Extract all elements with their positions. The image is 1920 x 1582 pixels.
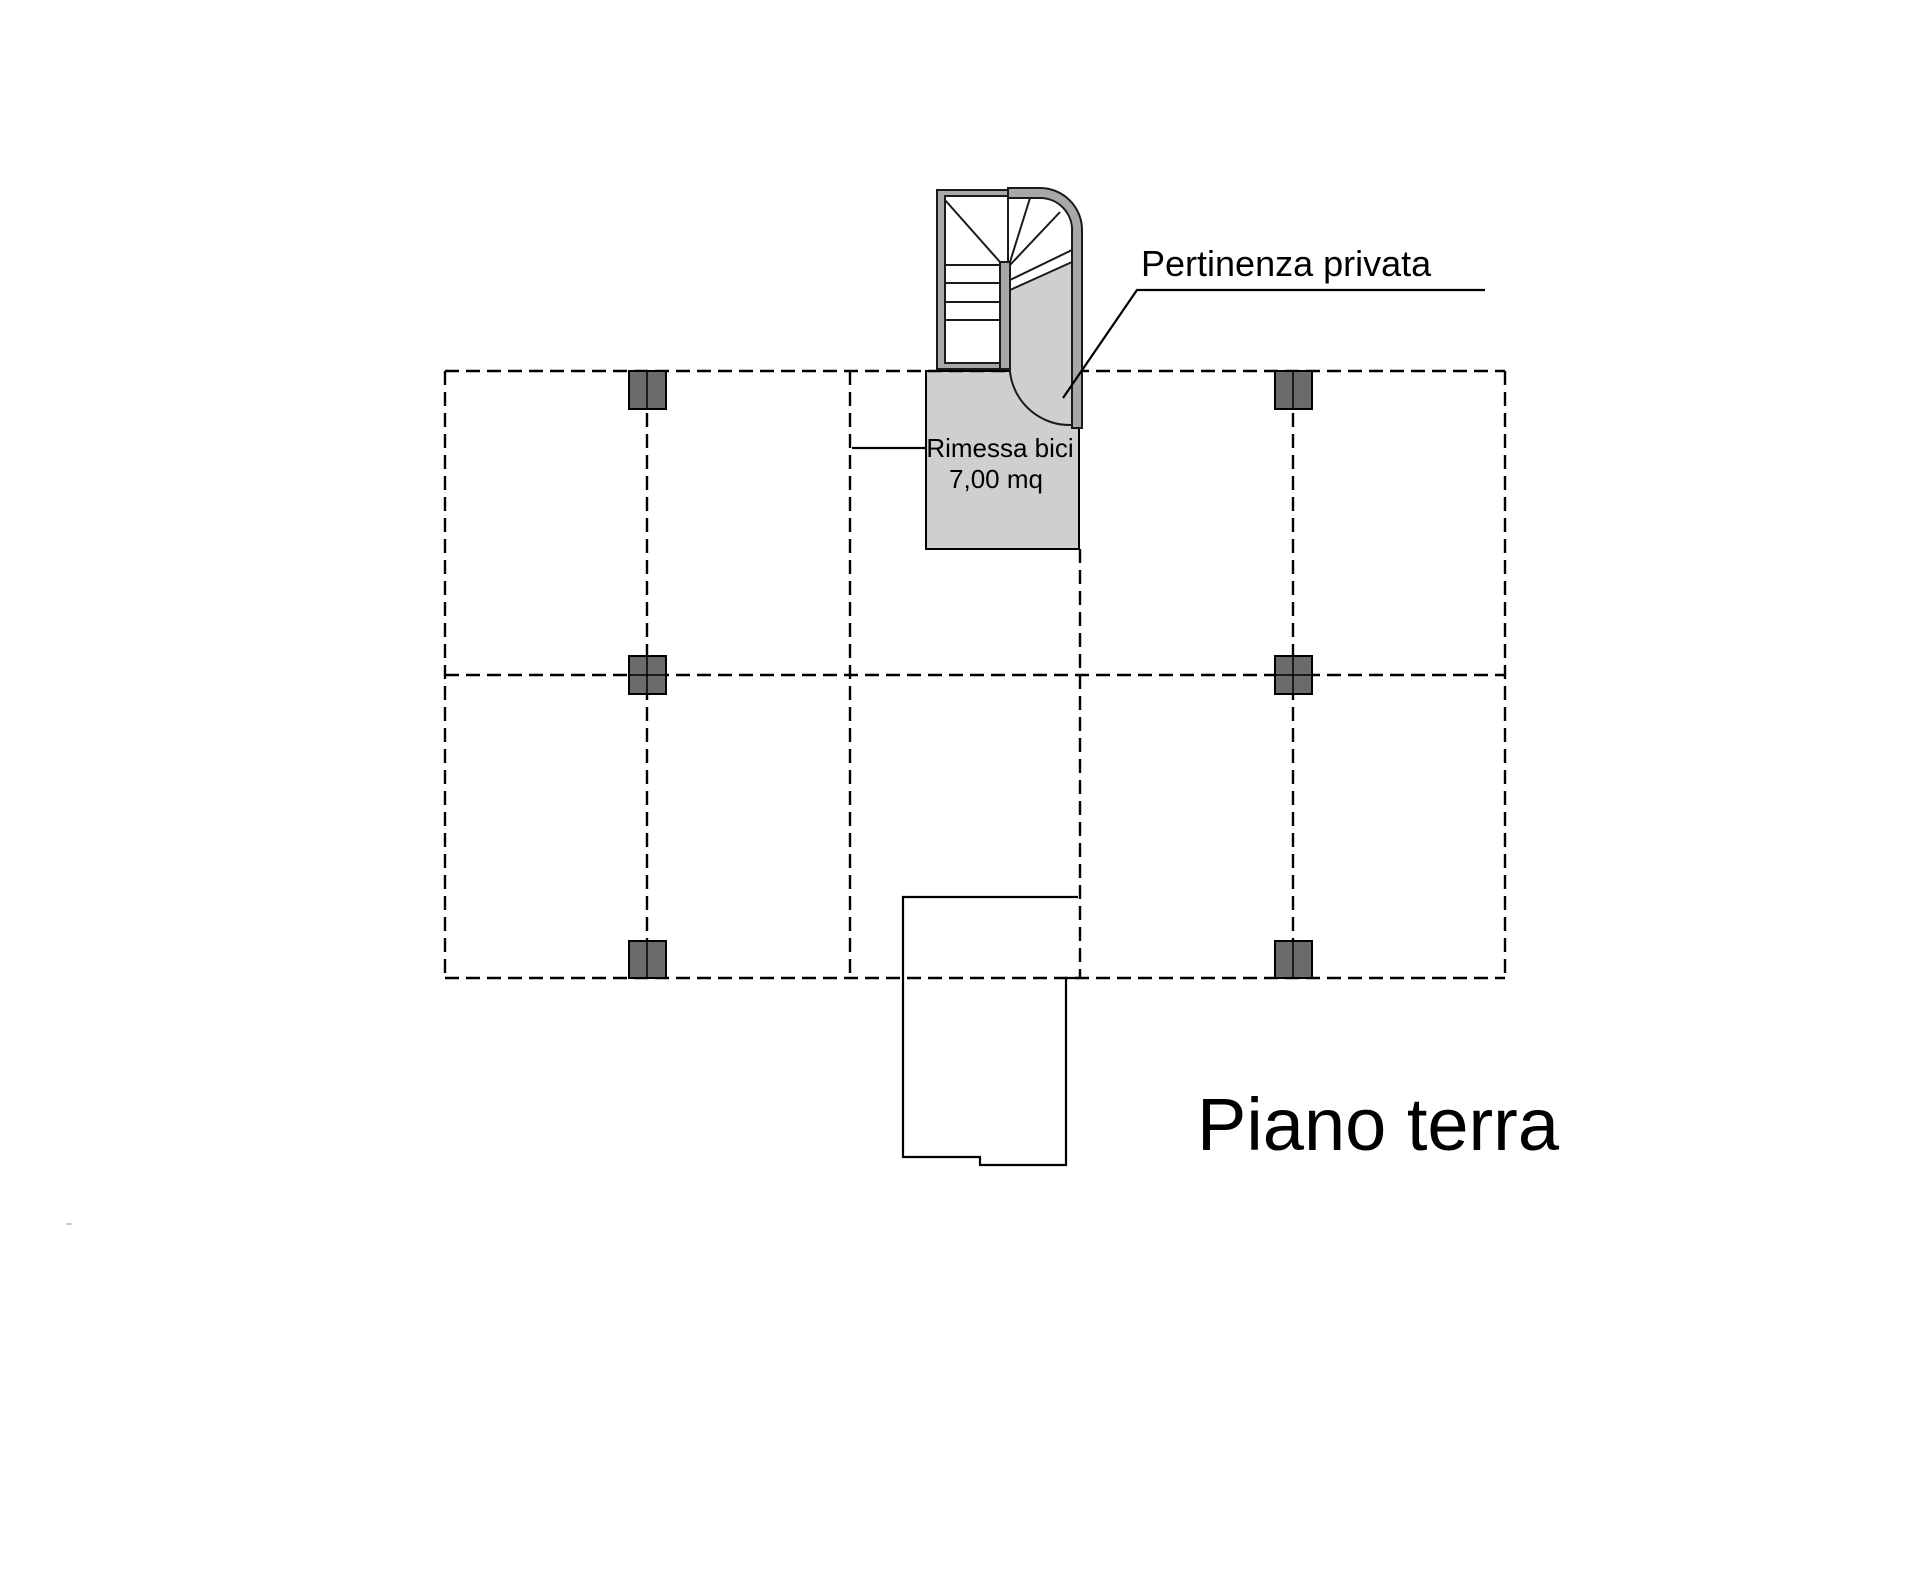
callout-leader-line <box>1062 288 1485 399</box>
column <box>1274 655 1313 695</box>
stair-curved-wall <box>1007 187 1083 429</box>
columns <box>628 370 1313 979</box>
stair-landing <box>1009 260 1073 427</box>
room-name-label: Rimessa bici <box>926 433 1073 463</box>
staircase <box>936 187 1083 429</box>
stair-treads <box>944 197 1073 321</box>
stair-divider-wall <box>999 261 1011 370</box>
column <box>628 370 667 410</box>
room-area-label: 7,00 mq <box>949 464 1043 494</box>
floor-title: Piano terra <box>1197 1083 1560 1166</box>
column <box>628 940 667 979</box>
column <box>1274 940 1313 979</box>
callout-label: Pertinenza privata <box>1141 243 1432 284</box>
column <box>628 655 667 695</box>
annex-outline <box>901 895 1078 1167</box>
column <box>1274 370 1313 410</box>
